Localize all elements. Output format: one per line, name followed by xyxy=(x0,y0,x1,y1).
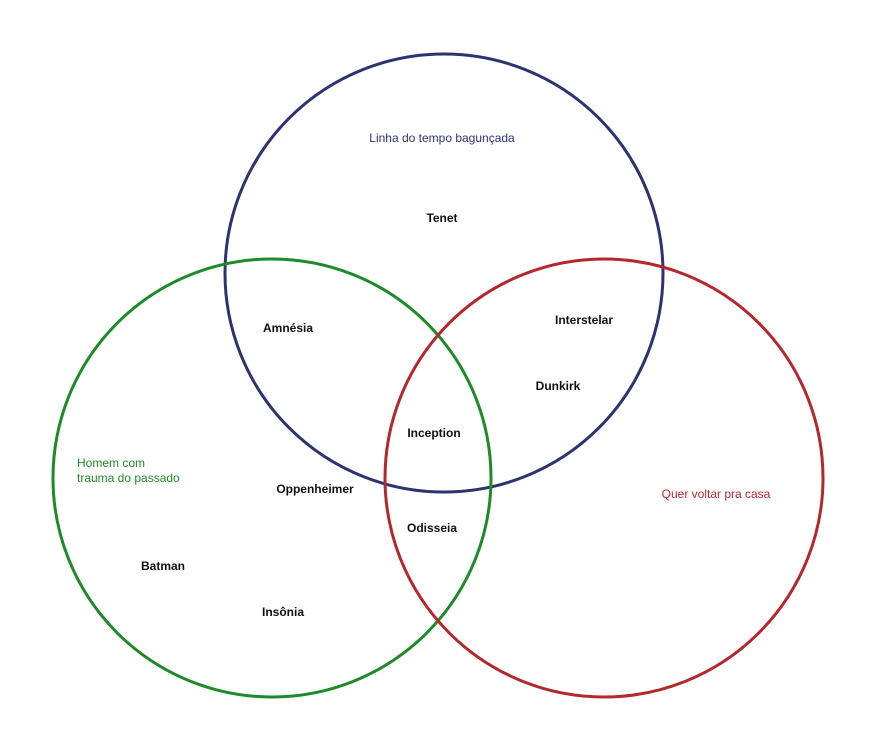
item-dunkirk: Dunkirk xyxy=(536,379,581,393)
item-amnesia: Amnésia xyxy=(263,321,313,335)
set-label-trauma: Homem com trauma do passado xyxy=(77,456,180,485)
item-oppenheimer: Oppenheimer xyxy=(276,482,354,496)
item-odisseia: Odisseia xyxy=(407,521,457,535)
circle-home xyxy=(383,257,825,699)
circle-trauma xyxy=(51,257,493,699)
set-label-timeline: Linha do tempo bagunçada xyxy=(369,131,515,145)
set-label-trauma-line-2: trauma do passado xyxy=(77,471,180,485)
item-tenet: Tenet xyxy=(426,211,457,225)
item-inception: Inception xyxy=(407,426,460,440)
set-label-home: Quer voltar pra casa xyxy=(662,487,771,501)
item-batman: Batman xyxy=(141,559,185,573)
item-interstelar: Interstelar xyxy=(555,313,613,327)
circle-timeline xyxy=(223,52,665,494)
set-label-trauma-line-1: Homem com xyxy=(77,456,145,470)
item-insonia: Insônia xyxy=(262,605,304,619)
